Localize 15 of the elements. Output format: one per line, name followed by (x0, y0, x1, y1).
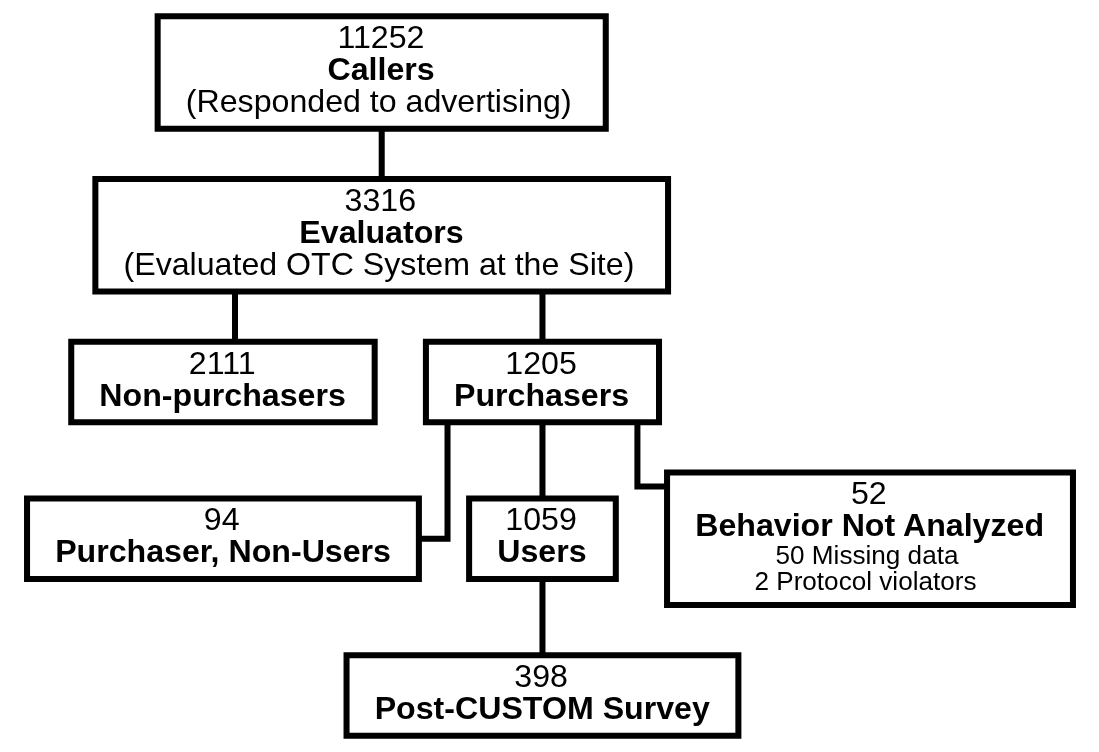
node-box: 1059 Users (465, 495, 619, 582)
node-box: 2111 Non-purchasers (67, 338, 378, 426)
node-box: 11252 Callers (Responded to advertising) (154, 13, 609, 132)
node-box: 1205 Purchasers (422, 338, 662, 426)
node-box: 94 Purchaser, Non-Users (23, 495, 422, 582)
connector (538, 579, 545, 656)
node-box: 3316 Evaluators (Evaluated OTC System at the Site) (91, 176, 671, 295)
connector (538, 291, 545, 342)
connector (378, 129, 385, 179)
connector (418, 422, 451, 542)
node-box: 52 Behavior Not Analyzed 50 Missing data 2 Protocol violators (663, 469, 1076, 609)
node-box: 398 Post-CUSTOM Survey (343, 652, 741, 739)
connector (231, 291, 238, 342)
connector (633, 422, 667, 490)
connector (538, 422, 545, 499)
